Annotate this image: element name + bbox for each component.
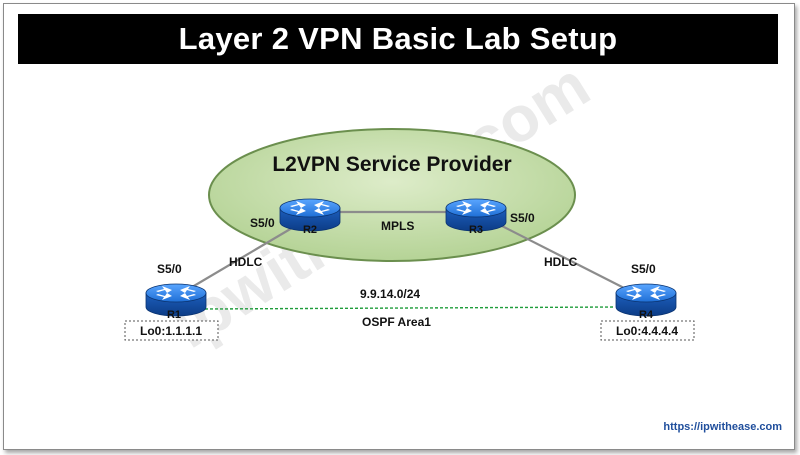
r4-interface-label: S5/0 <box>631 262 656 276</box>
router-r1: R1 <box>145 283 207 321</box>
r1-loopback-box <box>124 320 219 341</box>
router-r1-name: R1 <box>167 309 181 321</box>
r4-loopback-label: Lo0:4.4.4.4 <box>616 324 678 338</box>
router-r2: R2 <box>279 198 341 236</box>
router-r3-name: R3 <box>469 224 483 236</box>
router-r4: R4 <box>615 283 677 321</box>
link-r3-r4-label: HDLC <box>544 255 578 269</box>
subnet-label: 9.9.14.0/24 <box>360 287 420 301</box>
router-r4-name: R4 <box>639 309 654 321</box>
r1-interface-label: S5/0 <box>157 262 182 276</box>
link-r1-r2 <box>181 227 293 294</box>
footer-url-link[interactable]: https://ipwithease.com <box>663 421 782 433</box>
link-r1-r4-ospf <box>204 306 616 310</box>
link-r3-r4 <box>499 224 631 292</box>
r1-loopback-label: Lo0:1.1.1.1 <box>140 324 202 338</box>
r4-loopback-box <box>600 320 695 341</box>
r3-interface-label: S5/0 <box>510 211 535 225</box>
r2-interface-label: S5/0 <box>250 216 275 230</box>
cloud-label: L2VPN Service Provider <box>272 153 511 176</box>
page-title: Layer 2 VPN Basic Lab Setup <box>18 14 778 64</box>
ospf-area-label: OSPF Area1 <box>362 315 431 329</box>
router-r2-name: R2 <box>303 224 317 236</box>
service-provider-cloud <box>208 128 576 262</box>
router-r3: R3 <box>445 198 507 236</box>
link-r1-r2-label: HDLC <box>229 255 263 269</box>
link-r2-r3-label: MPLS <box>381 219 414 233</box>
